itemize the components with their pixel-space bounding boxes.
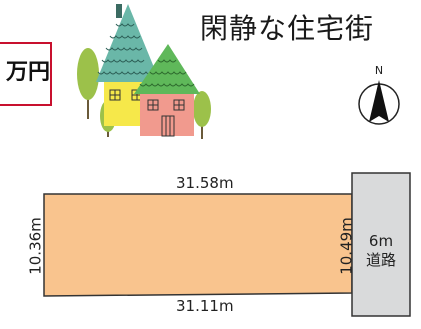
road-name: 道路 [365, 250, 396, 269]
tree-left-icon [77, 48, 99, 119]
road-label: 6m 道路 [352, 232, 410, 270]
top-frontage-label: 31.58m [176, 174, 234, 192]
tree-right-icon [193, 91, 211, 139]
road-width: 6m [368, 232, 394, 250]
page-title: 閑静な住宅街 [200, 12, 375, 45]
left-depth-text: 10.36m [26, 217, 45, 275]
price-suffix: 万円 [5, 60, 50, 85]
north-compass-icon: N [358, 64, 400, 125]
price-box [0, 42, 52, 106]
lot-area [43, 193, 353, 297]
house-illustration [77, 4, 211, 139]
compass-label: N [375, 64, 383, 77]
road-area [351, 172, 411, 317]
bottom-frontage-label: 31.11m [176, 297, 234, 315]
left-depth-label: 10.36m [21, 216, 51, 276]
